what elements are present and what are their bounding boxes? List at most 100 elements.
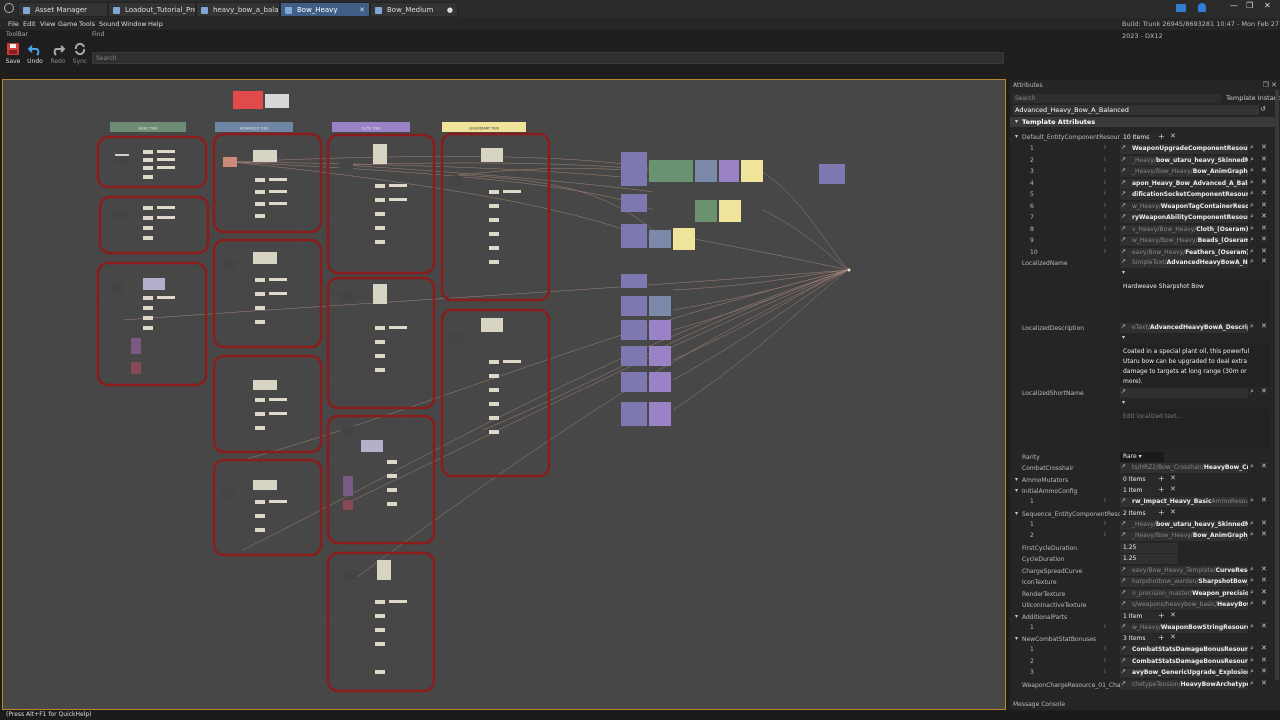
tab-bow-medium[interactable]: Bow_Medium● [370, 2, 458, 17]
group-elite-3[interactable] [326, 414, 436, 545]
group-basic-2[interactable] [98, 195, 210, 255]
close-tab-icon[interactable]: ✕ [359, 6, 365, 14]
node-graph-canvas[interactable]: BASIC TIER ADVANCED TIER ELITE TIER LEGE… [2, 79, 1006, 710]
expand-arrow-icon[interactable]: ▾ [1122, 399, 1126, 406]
reference-field[interactable]: w_Heavy/Bow_Heavy/Beads_(Oseram)_05 [1120, 236, 1248, 246]
reference-field[interactable]: ts/HRZ2/Bow_Crosshair/HeavyBow_Crosshair [1120, 463, 1248, 473]
search-icon[interactable]: ⌕ [1250, 599, 1254, 607]
search-icon[interactable]: ⌕ [1250, 257, 1254, 265]
search-icon[interactable]: ⌕ [1250, 644, 1254, 652]
localized-name-text[interactable]: Hardweave Sharpshot Bow [1120, 279, 1270, 321]
clear-icon[interactable]: ✕ [1261, 143, 1267, 151]
reference-field[interactable]: _Heavy/bow_utaru_heavy_SkinnedModel [1120, 155, 1248, 166]
add-item-icon[interactable]: + [1158, 611, 1165, 620]
search-icon[interactable]: ⌕ [1250, 154, 1254, 163]
find-search-input[interactable]: Search [92, 52, 1004, 64]
reference-field[interactable]: SimpleText/AdvancedHeavyBowA_Name [1120, 258, 1248, 268]
menu-help[interactable]: Help [148, 20, 163, 28]
drag-handle-icon[interactable]: ⁞ [1104, 531, 1106, 538]
reference-field[interactable]: eText/AdvancedHeavyBowA_Description [1120, 323, 1248, 333]
reference-field[interactable]: w_Heavy/WeaponBowStringResource_04 [1120, 623, 1248, 633]
drag-handle-icon[interactable]: ⁞ [1104, 144, 1106, 151]
tab-asset-manager[interactable]: Asset Manager [18, 2, 108, 17]
reference-field[interactable]: eavy/Bow_Heavy_Template/CurveResource_04 [1120, 566, 1248, 576]
reference-field[interactable]: rw_Impact_Heavy_BasicAmmoResource [1120, 497, 1248, 507]
reference-field[interactable]: chetypeTension/HeavyBowArchetypeTension [1120, 680, 1248, 690]
drag-handle-icon[interactable]: ⁞ [1104, 247, 1106, 255]
drag-handle-icon[interactable]: ⁞ [1104, 623, 1106, 630]
group-legendary-2[interactable] [440, 308, 551, 478]
clear-icon[interactable]: ✕ [1261, 462, 1267, 470]
attributes-search-input[interactable]: Search [1013, 94, 1221, 103]
menu-tools[interactable]: Tools [79, 20, 96, 28]
search-icon[interactable]: ⌕ [1250, 189, 1254, 197]
expand-arrow-icon[interactable]: ▾ [1015, 613, 1019, 620]
add-item-icon[interactable]: + [1158, 132, 1165, 141]
clear-icon[interactable]: ✕ [1261, 644, 1267, 652]
search-icon[interactable]: ⌕ [1250, 576, 1254, 584]
clear-items-icon[interactable]: ✕ [1170, 508, 1176, 516]
search-icon[interactable]: ⌕ [1250, 667, 1254, 675]
menu-view[interactable]: View [40, 20, 56, 28]
group-legendary-1[interactable] [440, 132, 551, 302]
reference-field[interactable]: _Heavy/Bow_Heavy/Bow_AnimGraph_03 [1120, 531, 1248, 541]
search-icon[interactable]: ⌕ [1250, 387, 1254, 395]
clear-icon[interactable]: ✕ [1261, 667, 1267, 675]
tab-heavy-bow-balanced[interactable]: heavy_bow_a_balanced [196, 2, 280, 17]
reference-field[interactable]: dificationSocketComponentResource_05 [1120, 190, 1248, 200]
clear-icon[interactable]: ✕ [1261, 655, 1267, 664]
tab-loadout-preset[interactable]: Loadout_Tutorial_Preset [108, 2, 196, 17]
add-item-icon[interactable]: + [1158, 474, 1165, 483]
reference-field[interactable]: n_precision_master/Weapon_precision_mast… [1120, 589, 1248, 599]
clear-icon[interactable]: ✕ [1261, 387, 1267, 395]
minimize-icon[interactable]: — [1230, 1, 1238, 10]
rarity-select[interactable]: Rare ▾ [1120, 452, 1164, 462]
group-advanced-1[interactable] [212, 132, 323, 234]
clear-icon[interactable]: ✕ [1261, 679, 1267, 687]
cycle-duration-input[interactable]: 1.25 [1120, 554, 1178, 564]
drag-handle-icon[interactable]: ⁞ [1104, 236, 1106, 243]
clear-icon[interactable]: ✕ [1261, 212, 1267, 220]
localized-description-text[interactable]: Coated in a special plant oil, this powe… [1120, 344, 1270, 386]
clear-icon[interactable]: ✕ [1261, 599, 1267, 607]
reference-field[interactable]: WeaponUpgradeComponentResource_05 [1120, 144, 1248, 154]
search-icon[interactable]: ⌕ [1250, 655, 1254, 664]
search-icon[interactable]: ⌕ [1250, 622, 1254, 630]
group-advanced-2[interactable] [212, 238, 323, 349]
clear-icon[interactable]: ✕ [1261, 177, 1267, 186]
person-icon[interactable] [1198, 3, 1206, 12]
expand-arrow-icon[interactable]: ▾ [1015, 510, 1019, 517]
root-node-child[interactable] [265, 94, 289, 108]
redo-button[interactable]: Redo [47, 42, 69, 65]
clear-icon[interactable]: ✕ [1261, 257, 1267, 265]
search-icon[interactable]: ⌕ [1250, 322, 1254, 330]
clear-icon[interactable]: ✕ [1261, 322, 1267, 330]
search-icon[interactable]: ⌕ [1250, 143, 1254, 151]
clear-icon[interactable]: ✕ [1261, 588, 1267, 596]
reference-field[interactable]: harpshotbow_warden/SharpshotBow_Warden [1120, 577, 1248, 587]
menu-sound[interactable]: Sound [99, 20, 120, 28]
drag-handle-icon[interactable]: ⁞ [1104, 201, 1106, 209]
save-button[interactable]: Save [2, 42, 24, 65]
drag-handle-icon[interactable]: ⁞ [1104, 520, 1106, 527]
expand-arrow-icon[interactable]: ▾ [1122, 334, 1126, 341]
reference-field[interactable]: ryWeaponAbilityComponentResource_04 [1120, 213, 1248, 223]
expand-arrow-icon[interactable]: ▾ [1015, 476, 1019, 483]
chat-icon[interactable] [1176, 4, 1186, 12]
search-icon[interactable]: ⌕ [1250, 679, 1254, 687]
search-icon[interactable]: ⌕ [1250, 200, 1254, 209]
localized-short-name-input[interactable]: Edit localized text... [1120, 409, 1270, 449]
add-item-icon[interactable]: + [1158, 633, 1165, 642]
message-console-label[interactable]: Message Console [1013, 701, 1066, 708]
clear-icon[interactable]: ✕ [1261, 235, 1267, 243]
expand-arrow-icon[interactable]: ▾ [1015, 635, 1019, 642]
menu-window[interactable]: Window [121, 20, 147, 28]
reference-field[interactable]: w_Heavy/WeaponTagContainerResource [1120, 201, 1248, 212]
drag-handle-icon[interactable]: ⁞ [1104, 656, 1106, 664]
clear-icon[interactable]: ✕ [1261, 200, 1267, 209]
drag-handle-icon[interactable]: ⁞ [1104, 167, 1106, 174]
group-elite-2[interactable] [326, 276, 436, 410]
menu-edit[interactable]: Edit [23, 20, 36, 28]
search-icon[interactable]: ⌕ [1250, 166, 1254, 174]
reference-field[interactable]: CombatStatsDamageBonusResource_79 [1120, 656, 1248, 667]
